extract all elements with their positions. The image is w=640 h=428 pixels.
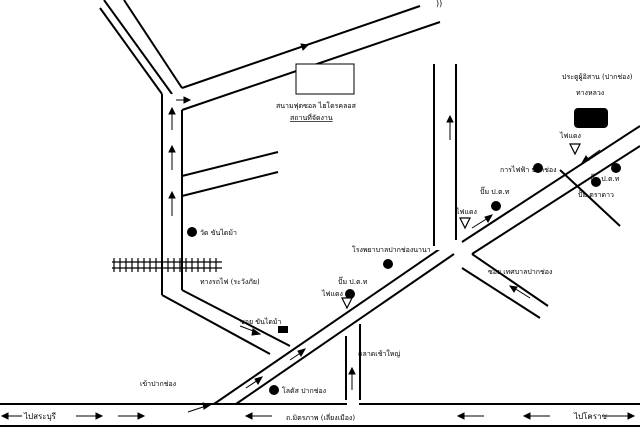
traffic-light-right-icon [569,143,581,156]
venue-note-label: สถานที่จัดงาน [290,113,333,122]
pump-ptt-right-marker [611,163,621,173]
traffic-light-mid-icon [459,217,471,230]
soi-khandaima-label: ซอย ขันไดม้า [240,317,282,326]
venue-name-label: สนามฟุตซอล ไฮโดรคลอส [276,101,357,110]
venue-box [295,63,355,95]
temple-marker [187,227,197,237]
school-marker [383,259,393,269]
school-label: โรงพยาบาลปากช่องนานา [352,245,431,254]
lotus-label: โลตัส ปากช่อง [282,386,326,395]
municipal-gate-marker [574,108,608,128]
soi-right-label: ซอย เทศบาลปากช่อง [488,268,552,276]
traffic-light-left-label: ไฟแดง [321,289,343,298]
to-saraburi-label: ไปสระบุรี [23,412,57,421]
municipal-sub-label: ทางหลวง [576,89,604,97]
to-korat-label: ไปโคราช [573,411,608,421]
electricity-office-label: การไฟฟ้า ปากช่อง [500,165,557,174]
market-label: ตลาดเช้าใหญ่ [358,349,400,358]
pump-ptt-mid-marker [345,289,355,299]
traffic-light-right-label: ไฟแดง [559,131,581,140]
railway-track [112,258,222,272]
top-glyph: )) [436,0,442,8]
electricity-office-marker [533,163,543,173]
traffic-light-icons [341,143,581,310]
lotus-marker [269,385,279,395]
highway-label: ถ.มิตรภาพ (เลี่ยงเมือง) [286,413,355,422]
traffic-light-left-icon [341,297,353,310]
intersection-fills [163,94,455,406]
temple-label: วัด ขันไดม้า [200,228,237,237]
direction-arrows [0,43,636,420]
pump-ptt-left-label: ปั๊ม ป.ต.ท [480,186,510,196]
pump-ptt-right-label: ปั๊ม ป.ต.ท [590,173,620,183]
municipal-gate-label: ประตูผู้อิสาน (ปากช่อง) [562,73,633,81]
railway-label: ทางรถไฟ (ระวังภัย) [200,277,260,286]
pump-ptt-mid-label: ปั๊ม ป.ต.ท [338,276,368,286]
soi-khandaima-marker [278,326,288,333]
pump-rattanawan-label: ปั๊ม ตราดาว [578,189,614,199]
entrance-label: เข้าปากช่อง [140,380,176,388]
traffic-light-mid-label: ไฟแดง [455,207,477,216]
pump-rattanawan-marker [591,177,601,187]
pump-ptt-left-marker [491,201,501,211]
